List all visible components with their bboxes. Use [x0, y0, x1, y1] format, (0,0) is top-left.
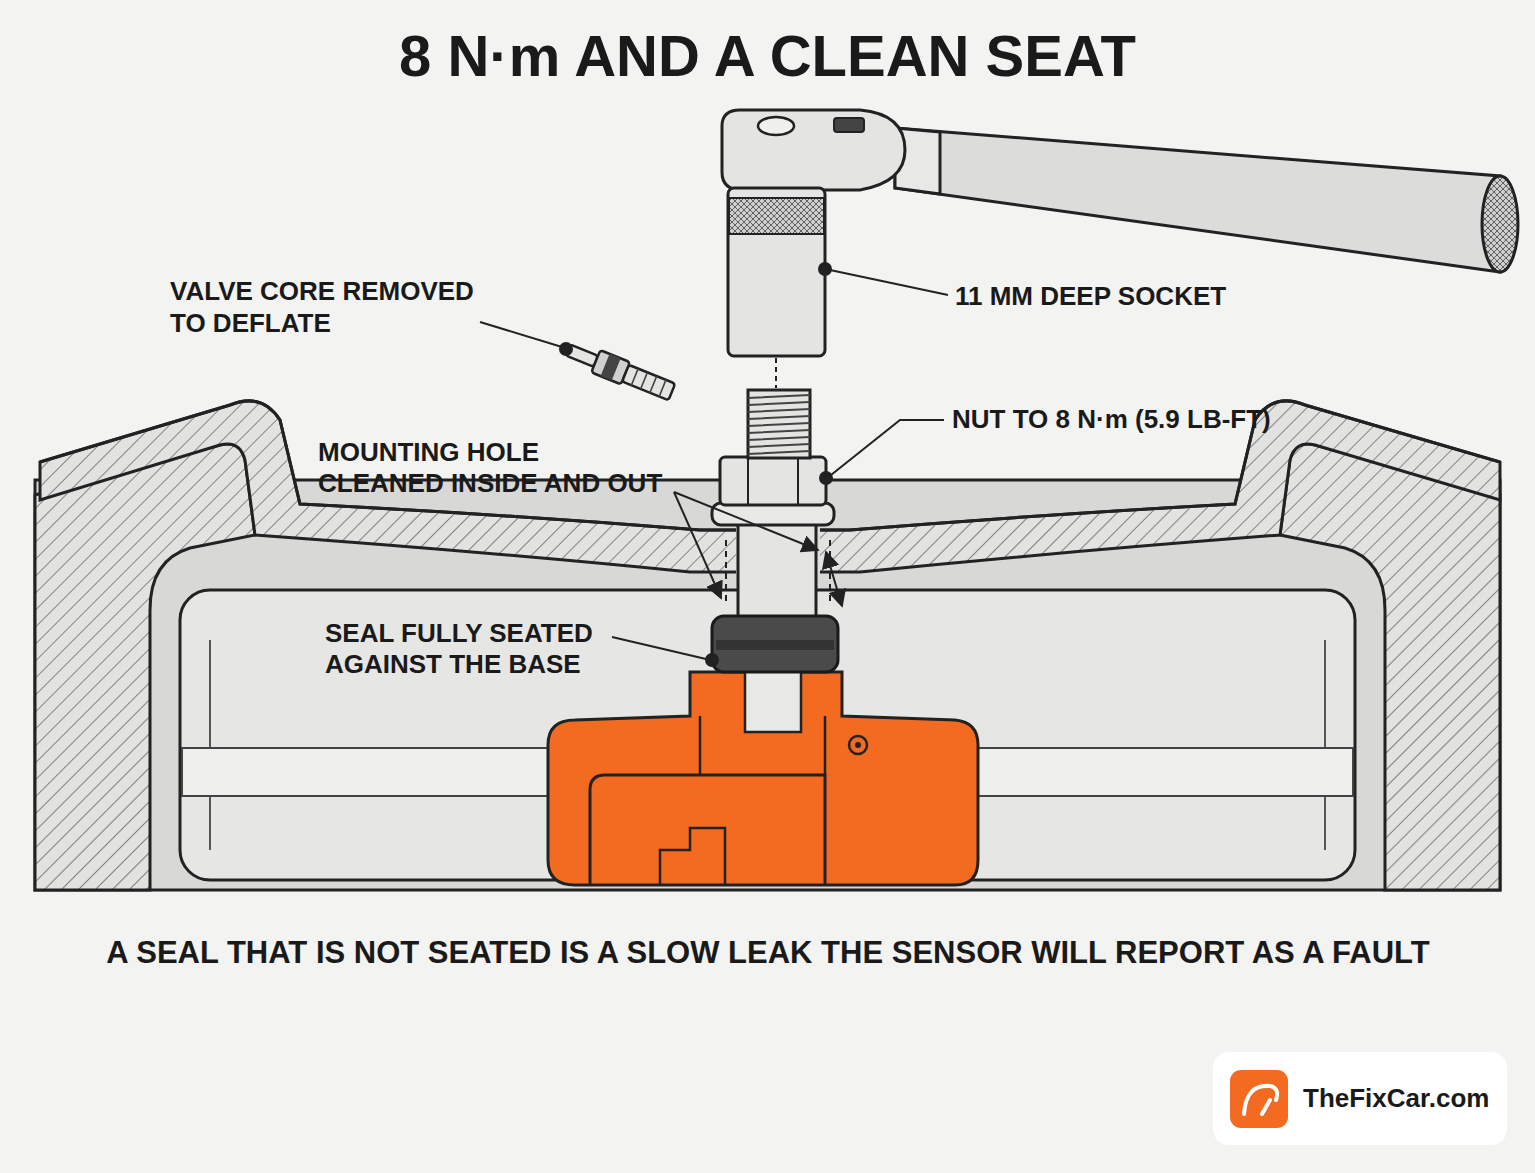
watermark-badge — [1213, 1052, 1507, 1145]
text-slot: SEAL FULLY SEATED AGAINST THE BASE — [325, 618, 607, 680]
sensor-port — [849, 736, 867, 754]
wheel-rim — [35, 401, 1500, 890]
leader-dot — [820, 472, 832, 484]
axis-line — [775, 358, 777, 388]
sensor-port — [855, 742, 861, 748]
diagram-caption: A SEAL THAT IS NOT SEATED IS A SLOW LEAK… — [18, 934, 1518, 972]
leader-arrow — [674, 492, 818, 550]
text-slot: 8 N·m AND A CLEAN SEAT — [10, 22, 1525, 90]
seal-band — [716, 640, 834, 650]
rim-face — [35, 480, 1500, 890]
sensor-neck — [745, 670, 801, 732]
double-arrow — [826, 552, 842, 606]
nut — [720, 457, 826, 505]
core-thread-line — [631, 369, 666, 397]
leader-dot — [706, 654, 718, 666]
sensor-face — [590, 775, 825, 885]
callout-label: SEAL FULLY SEATED AGAINST THE BASE — [325, 618, 607, 680]
thread-line — [748, 395, 810, 454]
core-seal — [601, 354, 621, 381]
diagram-title: 8 N·m AND A CLEAN SEAT — [10, 22, 1525, 90]
deep-socket — [728, 188, 825, 356]
stem-thread — [748, 390, 810, 458]
text-slot: VALVE CORE REMOVED TO DEFLATE — [170, 275, 475, 339]
leader-line — [831, 420, 944, 475]
socket-knurl — [729, 198, 824, 234]
callout-label: VALVE CORE REMOVED TO DEFLATE — [170, 275, 475, 339]
text-slot: NUT TO 8 N·m (5.9 LB-FT) — [952, 403, 1422, 435]
leader-dot — [819, 263, 831, 275]
leader-line — [830, 270, 948, 295]
leader-lines — [480, 263, 948, 666]
callout-label: NUT TO 8 N·m (5.9 LB-FT) — [952, 403, 1422, 435]
ratchet-button — [758, 117, 794, 135]
torque-wrench — [722, 110, 1518, 356]
leader-line — [612, 637, 706, 659]
ratchet-head — [722, 110, 905, 190]
text-slot: TheFixCar.com — [1303, 1083, 1503, 1113]
seal — [712, 616, 838, 672]
badge-panel — [1213, 1052, 1507, 1145]
callout-label: 11 MM DEEP SOCKET — [955, 280, 1375, 312]
callout-label: MOUNTING HOLE CLEANED INSIDE AND OUT — [318, 437, 668, 499]
valve-core — [564, 339, 677, 403]
leader-dot — [560, 343, 572, 355]
watermark-text: TheFixCar.com — [1303, 1083, 1503, 1113]
nut-flat — [748, 457, 798, 505]
text-slot: MOUNTING HOLE CLEANED INSIDE AND OUT — [318, 437, 668, 499]
text-slot: 11 MM DEEP SOCKET — [955, 280, 1375, 312]
leader-line — [480, 322, 562, 347]
badge-icon — [1230, 1070, 1288, 1128]
handle-cap — [1482, 176, 1518, 272]
tpms-sensor — [548, 670, 978, 885]
sensor-notch — [660, 828, 725, 885]
badge-icon-mark — [1244, 1086, 1277, 1114]
text-slot: A SEAL THAT IS NOT SEATED IS A SLOW LEAK… — [18, 934, 1518, 972]
core-thread — [622, 365, 675, 400]
stem-shaft — [738, 522, 816, 622]
wrench-handle — [895, 128, 1500, 272]
ratchet-lever — [834, 118, 864, 132]
